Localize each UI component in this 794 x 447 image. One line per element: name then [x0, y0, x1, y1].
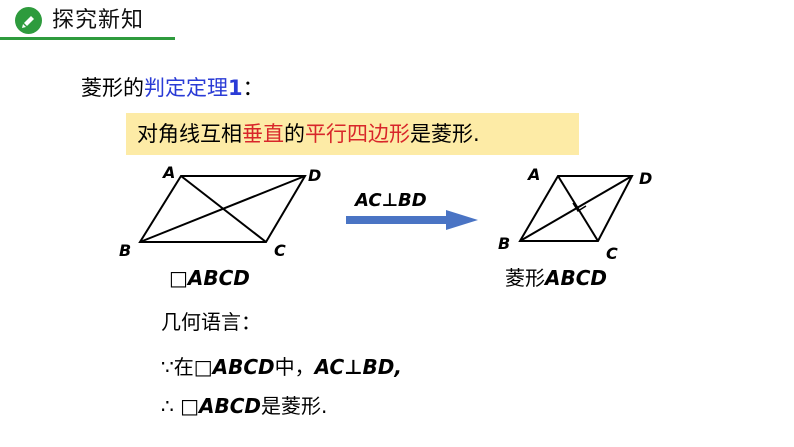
theorem-number: 1	[228, 76, 243, 100]
right-figure-name: ABCD	[545, 266, 608, 290]
vertex-d-right: D	[639, 169, 653, 188]
proof-in: 在	[173, 355, 194, 379]
theorem-heading: 菱形的判定定理1：	[81, 74, 264, 102]
vertex-b-left: B	[119, 241, 132, 260]
theorem-highlight: 判定定理	[144, 76, 228, 100]
statement-part5: 是菱形.	[410, 122, 480, 146]
proof-line-1: ∵在□ABCD中，AC⊥BD,	[161, 354, 402, 380]
statement-part3: 的	[284, 122, 305, 146]
right-angle-mark	[572, 202, 587, 213]
because-symbol: ∵	[161, 355, 174, 379]
transform-arrow	[346, 210, 478, 230]
vertex-c-left: C	[274, 241, 286, 260]
pencil-icon	[22, 16, 34, 28]
left-figure-name: ABCD	[187, 266, 250, 290]
rhombus-word: 菱形	[505, 266, 545, 290]
statement-perpendicular: 垂直	[242, 122, 284, 146]
theorem-suffix: ：	[242, 76, 264, 100]
rhombus-figure	[518, 175, 634, 242]
diagonal-ac-right	[557, 175, 599, 242]
therefore-symbol: ∴	[161, 394, 174, 418]
proof-parallelogram-symbol-2: □	[180, 394, 199, 418]
parallelogram-figure	[138, 175, 307, 243]
statement-highlight-box	[126, 113, 579, 155]
diagonal-bd	[139, 175, 306, 243]
theorem-statement: 对角线互相垂直的平行四边形是菱形.	[137, 120, 480, 148]
theorem-prefix: 菱形的	[81, 76, 144, 100]
right-caption: 菱形ABCD	[505, 266, 607, 290]
proof-line-2: ∴ □ABCD是菱形.	[161, 393, 327, 419]
geometry-language-heading: 几何语言：	[161, 310, 261, 334]
section-header: 探究新知	[0, 0, 794, 44]
vertex-c-right: C	[606, 244, 618, 263]
vertex-a-right: A	[528, 165, 541, 184]
section-icon	[15, 7, 42, 34]
vertex-a-left: A	[163, 163, 176, 182]
proof-mid: 中，	[274, 355, 315, 379]
parallelogram-symbol: □	[169, 266, 188, 290]
header-underline	[0, 37, 175, 40]
proof-condition: AC⊥BD,	[314, 355, 402, 379]
vertex-d-left: D	[308, 166, 322, 185]
statement-parallelogram: 平行四边形	[305, 122, 410, 146]
proof-name-1: ABCD	[212, 355, 275, 379]
proof-parallelogram-symbol-1: □	[193, 355, 213, 379]
proof-conclusion: 是菱形.	[261, 394, 328, 418]
arrow-condition-label: AC⊥BD	[355, 190, 427, 211]
vertex-b-right: B	[498, 234, 511, 253]
left-caption: □ABCD	[169, 266, 250, 290]
section-title: 探究新知	[52, 8, 145, 33]
proof-name-2: ABCD	[199, 394, 262, 418]
statement-part1: 对角线互相	[137, 122, 242, 146]
